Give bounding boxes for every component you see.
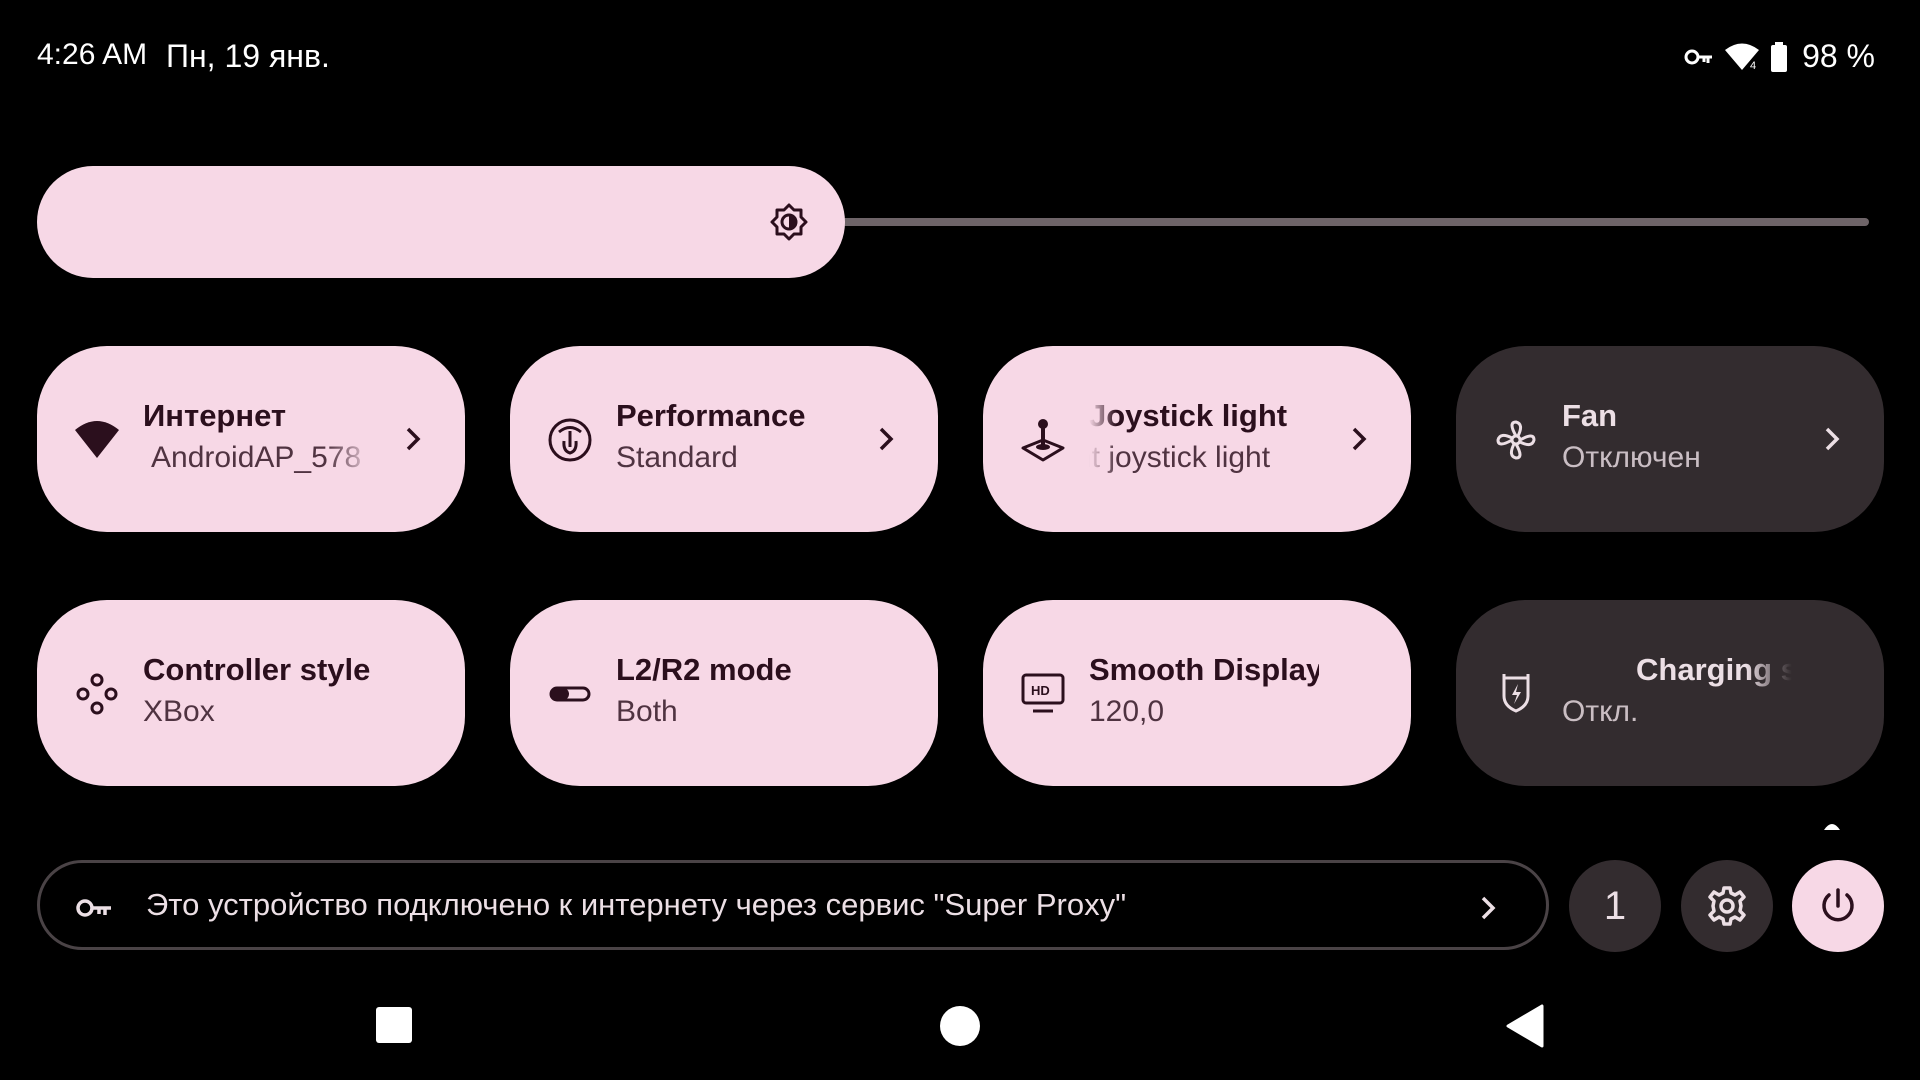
gear-icon	[1708, 886, 1746, 926]
tile-subtitle: XBox	[143, 695, 215, 728]
fan-icon	[1492, 416, 1540, 464]
tile-title: Joystick light	[1089, 398, 1288, 433]
power-icon	[1822, 888, 1854, 922]
tile-title: Controller style	[143, 652, 371, 687]
tile-title: L2/R2 mode	[616, 652, 792, 687]
tile-fan[interactable]: Fan Отключен	[1456, 346, 1884, 532]
home-button[interactable]	[940, 1006, 980, 1046]
chevron-right-icon[interactable]	[868, 421, 904, 457]
tile-subtitle: 120,0	[1089, 695, 1165, 728]
recents-button[interactable]	[376, 1007, 412, 1043]
settings-button[interactable]	[1681, 860, 1773, 952]
tile-title: Fan	[1562, 398, 1618, 433]
tile-subtitle: Both	[616, 695, 678, 728]
tile-subtitle: Standard	[616, 441, 738, 474]
tile-title: Performance	[616, 398, 806, 433]
tile-performance[interactable]: Performance Standard	[510, 346, 938, 532]
svg-text:4: 4	[1750, 60, 1756, 71]
hd-display-icon: HD	[1019, 670, 1067, 718]
vpn-key-icon	[76, 899, 111, 917]
tile-subtitle: Откл.	[1562, 695, 1639, 728]
vpn-footer-message[interactable]: Это устройство подключено к интернету че…	[37, 860, 1549, 950]
performance-icon	[546, 416, 594, 464]
toggle-icon	[546, 670, 594, 718]
wifi-icon: 4	[1724, 43, 1760, 71]
back-button[interactable]	[1504, 1004, 1546, 1048]
user-switcher-button[interactable]: 1	[1569, 860, 1661, 952]
wifi-icon: 4	[73, 416, 121, 464]
battery-percent: 98 %	[1802, 38, 1875, 74]
tile-subtitle: nt joystick light	[1089, 441, 1271, 474]
tile-l2r2-mode[interactable]: L2/R2 mode Both	[510, 600, 938, 786]
vpn-message-text: Это устройство подключено к интернету че…	[146, 887, 1127, 922]
tile-charging-separation[interactable]: Charging sep Откл.	[1456, 600, 1884, 786]
charging-shield-icon	[1492, 670, 1540, 718]
tile-subtitle: AndroidAP_578	[151, 441, 362, 474]
tile-title: Smooth Display	[1089, 652, 1319, 687]
tile-joystick-light[interactable]: Joystick light nt joystick light	[983, 346, 1411, 532]
status-date: Пн, 19 янв.	[166, 38, 330, 74]
tile-internet[interactable]: 4 Интернет AndroidAP_578	[37, 346, 465, 532]
tile-controller-style[interactable]: Controller style XBox	[37, 600, 465, 786]
brightness-track[interactable]	[817, 218, 1869, 226]
controller-icon	[73, 670, 121, 718]
vpn-key-icon	[1684, 45, 1714, 69]
battery-icon	[1770, 41, 1788, 72]
chevron-right-icon[interactable]	[1470, 890, 1506, 926]
brightness-fill[interactable]	[37, 166, 845, 278]
tile-subtitle: Отключен	[1562, 441, 1701, 474]
tile-smooth-display[interactable]: HD Smooth Display 120,0	[983, 600, 1411, 786]
chevron-right-icon[interactable]	[1814, 421, 1850, 457]
user-count: 1	[1603, 883, 1627, 928]
tile-title: Интернет	[143, 398, 287, 433]
power-button[interactable]	[1792, 860, 1884, 952]
status-time: 4:26 AM	[37, 38, 148, 71]
chevron-right-icon[interactable]	[395, 421, 431, 457]
chevron-right-icon[interactable]	[1341, 421, 1377, 457]
page-indicator	[1824, 824, 1840, 830]
svg-text:4: 4	[105, 443, 114, 460]
tile-title: Charging sep	[1636, 652, 1792, 687]
joystick-icon	[1019, 416, 1067, 464]
status-icons: 4 98 %	[1684, 38, 1875, 75]
status-bar: 4:26 AM Пн, 19 янв. 4 98 %	[0, 0, 1920, 110]
svg-text:HD: HD	[1031, 683, 1050, 698]
brightness-icon	[770, 203, 808, 241]
brightness-slider[interactable]	[37, 166, 1869, 278]
